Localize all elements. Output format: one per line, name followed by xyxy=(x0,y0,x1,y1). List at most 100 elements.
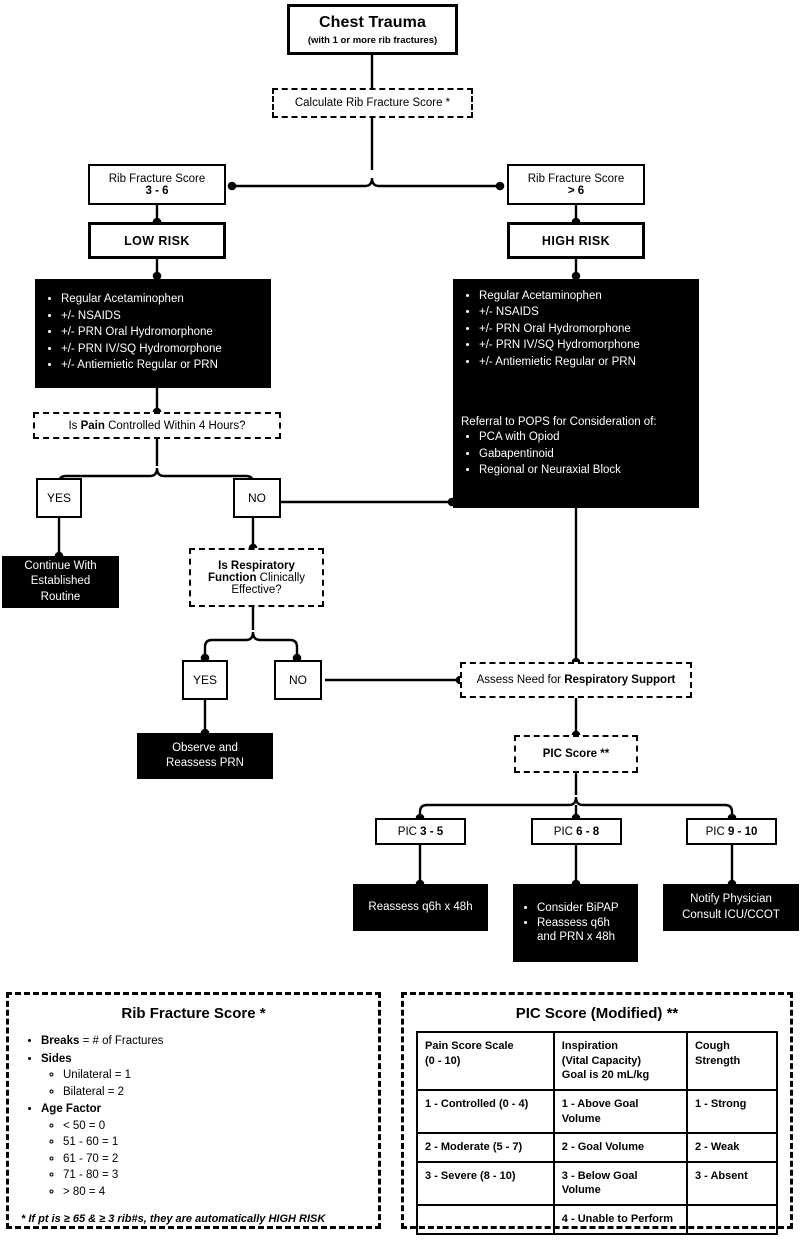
pain-q-bold: Pain xyxy=(80,419,105,432)
legend-rib-fracture-score: Rib Fracture Score * Breaks = # of Fract… xyxy=(6,992,381,1229)
node-respiratory-function-question[interactable]: Is Respiratory Function Clinically Effec… xyxy=(189,548,324,607)
list-item: < 50 = 0 xyxy=(63,1119,366,1135)
list-item: Age Factor < 50 = 0 51 - 60 = 1 61 - 70 … xyxy=(41,1102,366,1200)
column-header-pain-score: Pain Score Scale (0 - 10) xyxy=(416,1031,555,1091)
resp-q-line2: Function Clinically xyxy=(208,572,305,584)
resp-q-bold: Function xyxy=(207,571,257,584)
blackbox-observe-reassess: Observe and Reassess PRN xyxy=(137,733,273,779)
list-item: +/- PRN Oral Hydromorphone xyxy=(479,322,691,337)
table-row: 4 - Unable to Perform xyxy=(416,1204,779,1235)
score-high-line1: Rib Fracture Score xyxy=(527,172,625,185)
node-pic-score[interactable]: PIC Score ** xyxy=(514,735,638,773)
pic-branch-1-label: PIC 3 - 5 xyxy=(398,826,443,838)
list-item: PCA with Opiod xyxy=(479,430,691,445)
pain-question-label: Is Pain Controlled Within 4 Hours? xyxy=(68,420,245,432)
node-assess-respiratory-support[interactable]: Assess Need for Respiratory Support xyxy=(460,662,692,698)
node-pic-6-8[interactable]: PIC 6 - 8 xyxy=(531,818,622,845)
chest-trauma-title: Chest Trauma xyxy=(318,13,426,31)
pic-b2-pre: PIC xyxy=(553,825,577,838)
legend-rib-body: Breaks = # of Fractures Sides Unilateral… xyxy=(21,1034,366,1226)
list-item: Breaks = # of Fractures xyxy=(41,1034,366,1050)
pain-no-label: NO xyxy=(248,491,266,505)
rib-item-1-bold: Sides xyxy=(41,1052,72,1065)
assess-resp-bold: Respiratory Support xyxy=(564,674,676,686)
table-row: 2 - Moderate (5 - 7) 2 - Goal Volume 2 -… xyxy=(416,1132,779,1163)
list-item: +/- PRN IV/SQ Hydromorphone xyxy=(61,342,263,357)
high-risk-label: HIGH RISK xyxy=(541,233,611,248)
list-item: 71 - 80 = 3 xyxy=(63,1168,366,1184)
low-risk-label: LOW RISK xyxy=(124,233,190,248)
cell-inspiration: 3 - Below Goal Volume xyxy=(552,1160,688,1207)
pain-q-pre: Is xyxy=(68,419,81,432)
rib-item-2-bold: Age Factor xyxy=(41,1103,102,1116)
list-item: +/- PRN Oral Hydromorphone xyxy=(61,325,263,340)
pain-q-post: Controlled Within 4 Hours? xyxy=(104,419,246,432)
blackbox-low-risk-medications: Regular Acetaminophen +/- NSAIDS +/- PRN… xyxy=(35,279,271,388)
node-resp-no[interactable]: NO xyxy=(274,660,322,700)
legend-rib-sublist-sides: Unilateral = 1 Bilateral = 2 xyxy=(41,1068,366,1100)
pic-b2-bold: 6 - 8 xyxy=(576,825,600,838)
list-item: Sides Unilateral = 1 Bilateral = 2 xyxy=(41,1052,366,1101)
legend-pic-title: PIC Score (Modified) ** xyxy=(515,1005,679,1022)
node-pic-9-10[interactable]: PIC 9 - 10 xyxy=(686,818,777,845)
list-item: Reassess q6h and PRN x 48h xyxy=(537,916,632,946)
node-pain-controlled-question[interactable]: Is Pain Controlled Within 4 Hours? xyxy=(33,412,281,439)
node-rib-fracture-score-low[interactable]: Rib Fracture Score 3 - 6 xyxy=(88,164,226,205)
node-chest-trauma[interactable]: Chest Trauma (with 1 or more rib fractur… xyxy=(287,4,458,55)
cell-cough xyxy=(685,1204,779,1235)
node-rib-fracture-score-high[interactable]: Rib Fracture Score > 6 xyxy=(507,164,645,205)
cell-pain: 2 - Moderate (5 - 7) xyxy=(416,1132,555,1163)
list-item: +/- PRN IV/SQ Hydromorphone xyxy=(479,338,691,353)
list-item: +/- Antiemietic Regular or PRN xyxy=(479,355,691,370)
node-calculate-rib-fracture-score[interactable]: Calculate Rib Fracture Score * xyxy=(272,88,473,118)
pic-outcome-3-line1: Notify Physician xyxy=(690,893,772,906)
node-resp-yes[interactable]: YES xyxy=(182,660,228,700)
list-item: > 80 = 4 xyxy=(63,1185,366,1201)
list-item: Consider BiPAP xyxy=(537,901,632,916)
list-item: Gabapentinoid xyxy=(479,447,691,462)
blackbox-high-risk-medications: Regular Acetaminophen +/- NSAIDS +/- PRN… xyxy=(453,279,699,508)
legend-rib-list: Breaks = # of Fractures Sides Unilateral… xyxy=(21,1034,366,1200)
high-risk-med-list: Regular Acetaminophen +/- NSAIDS +/- PRN… xyxy=(461,289,691,371)
pic-b1-pre: PIC xyxy=(397,825,421,838)
resp-yes-label: YES xyxy=(192,673,217,687)
node-pain-yes[interactable]: YES xyxy=(36,478,82,518)
node-high-risk[interactable]: HIGH RISK xyxy=(507,222,645,259)
blackbox-pic-outcome-notify: Notify Physician Consult ICU/CCOT xyxy=(663,884,799,931)
column-header-inspiration: Inspiration (Vital Capacity) Goal is 20 … xyxy=(552,1031,688,1091)
list-item: +/- NSAIDS xyxy=(61,309,263,324)
pic-score-table: Pain Score Scale (0 - 10) Inspiration (V… xyxy=(416,1031,779,1235)
pic-score-label: PIC Score ** xyxy=(542,748,610,760)
resp-no-label: NO xyxy=(289,673,307,687)
assess-resp-pre: Assess Need for xyxy=(476,674,565,686)
legend-rib-sublist-age: < 50 = 0 51 - 60 = 1 61 - 70 = 2 71 - 80… xyxy=(41,1119,366,1201)
list-item: Unilateral = 1 xyxy=(63,1068,366,1084)
referral-heading: Referral to POPS for Consideration of: xyxy=(461,416,657,429)
pic-outcome-3-line2: Consult ICU/CCOT xyxy=(682,908,780,921)
list-item: +/- Antiemietic Regular or PRN xyxy=(61,358,263,373)
referral-list: PCA with Opiod Gabapentinoid Regional or… xyxy=(461,430,691,479)
column-header-cough-strength: Cough Strength xyxy=(685,1031,779,1091)
node-pain-no[interactable]: NO xyxy=(233,478,281,518)
list-item: 61 - 70 = 2 xyxy=(63,1152,366,1168)
cell-inspiration: 2 - Goal Volume xyxy=(552,1132,688,1163)
node-low-risk[interactable]: LOW RISK xyxy=(88,222,226,259)
low-risk-med-list: Regular Acetaminophen +/- NSAIDS +/- PRN… xyxy=(43,292,263,374)
pic-outcome-1-label: Reassess q6h x 48h xyxy=(368,900,473,913)
cell-pain: 3 - Severe (8 - 10) xyxy=(416,1160,555,1207)
resp-q-norm: Clinically xyxy=(256,571,306,584)
rib-item-0-rest: = # of Fractures xyxy=(79,1035,164,1047)
cell-inspiration: 1 - Above Goal Volume xyxy=(552,1088,688,1135)
continue-line3: Routine xyxy=(40,590,81,603)
cell-inspiration: 4 - Unable to Perform xyxy=(552,1204,688,1235)
table-row: 1 - Controlled (0 - 4) 1 - Above Goal Vo… xyxy=(416,1088,779,1135)
list-item: 51 - 60 = 1 xyxy=(63,1135,366,1151)
score-low-line2: 3 - 6 xyxy=(145,184,169,197)
cell-cough: 1 - Strong xyxy=(685,1088,779,1135)
pic-outcome-2-list: Consider BiPAP Reassess q6h and PRN x 48… xyxy=(519,901,632,946)
pic-b3-pre: PIC xyxy=(705,825,728,838)
observe-line2: Reassess PRN xyxy=(166,757,244,769)
pain-yes-label: YES xyxy=(46,491,71,505)
node-pic-3-5[interactable]: PIC 3 - 5 xyxy=(375,818,466,845)
